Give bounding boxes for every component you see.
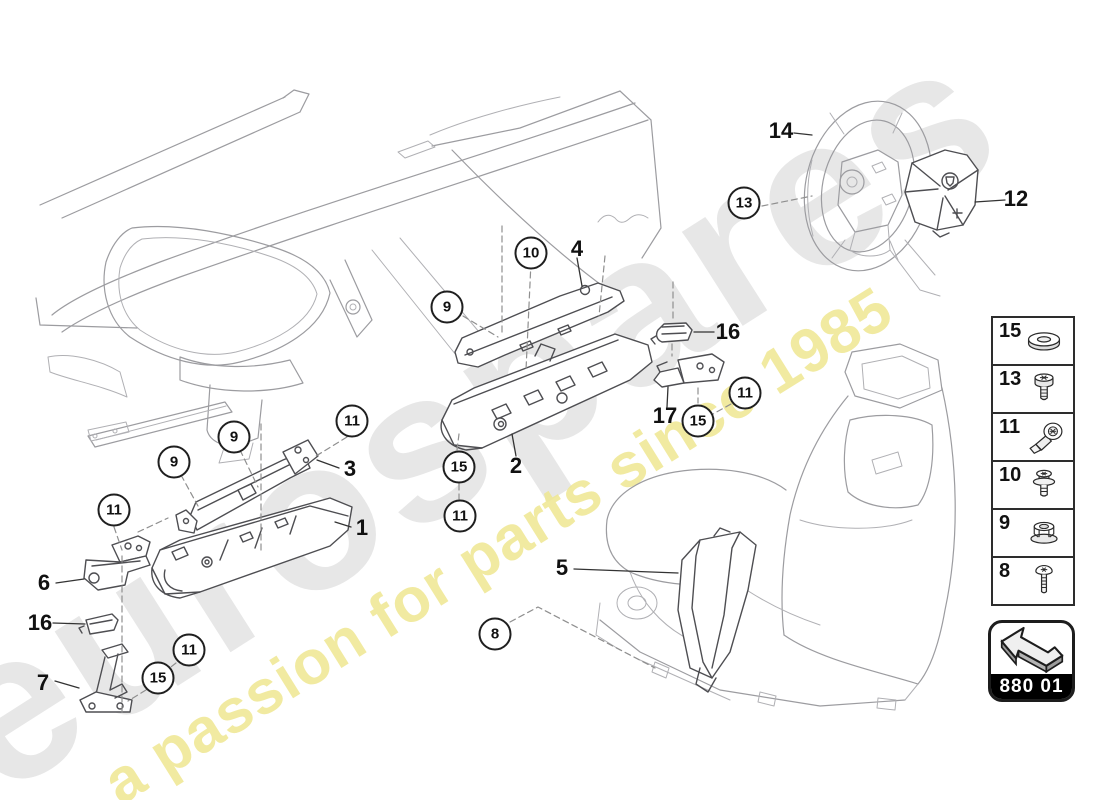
legend-number: 11 bbox=[999, 416, 1021, 438]
bracket-6 bbox=[83, 535, 151, 591]
knee-airbag-module bbox=[151, 497, 353, 599]
callout-number: 9 bbox=[229, 428, 239, 446]
side-airbag-module bbox=[677, 527, 757, 693]
callout-number: 9 bbox=[442, 298, 452, 316]
callout-circle-11[interactable]: 11 bbox=[728, 376, 762, 410]
driver-airbag-line-art bbox=[904, 149, 979, 238]
section-code: 880 01 bbox=[991, 674, 1072, 699]
legend-row-13[interactable]: 13 bbox=[993, 364, 1073, 412]
clip-16-right bbox=[650, 322, 693, 345]
legend-number: 13 bbox=[999, 368, 1022, 390]
label-leader-lines bbox=[52, 132, 1006, 689]
callout-number: 11 bbox=[181, 641, 197, 659]
callout-number: 8 bbox=[490, 625, 500, 643]
callout-circle-11[interactable]: 11 bbox=[443, 499, 477, 533]
callout-circle-15[interactable]: 15 bbox=[141, 661, 175, 695]
callout-circle-9[interactable]: 9 bbox=[157, 445, 191, 479]
part-label-7: 7 bbox=[36, 670, 50, 695]
section-badge[interactable]: 880 01 bbox=[988, 620, 1075, 702]
part-label-12: 12 bbox=[1003, 186, 1029, 211]
flange-nut-icon bbox=[1030, 521, 1058, 544]
arrow-area bbox=[991, 623, 1072, 674]
legend-number: 8 bbox=[999, 560, 1011, 582]
part-label-17: 17 bbox=[652, 403, 678, 428]
legend-row-10[interactable]: 10 bbox=[993, 460, 1073, 508]
part-label-1: 1 bbox=[355, 515, 369, 540]
part-label-6: 6 bbox=[37, 570, 51, 595]
washer-screw-icon bbox=[1032, 469, 1056, 497]
callout-number: 11 bbox=[106, 501, 122, 519]
part-label-4: 4 bbox=[570, 236, 584, 261]
legend-row-15[interactable]: 15 bbox=[993, 318, 1073, 364]
back-arrow-icon bbox=[1000, 626, 1063, 673]
mounting-plate bbox=[454, 282, 625, 368]
callout-number: 15 bbox=[689, 412, 707, 430]
part-label-5: 5 bbox=[555, 555, 569, 580]
assembly-guide-lines bbox=[113, 195, 813, 713]
callout-circle-8[interactable]: 8 bbox=[478, 617, 512, 651]
callout-number: 13 bbox=[735, 194, 753, 212]
part-label-16: 16 bbox=[27, 610, 53, 635]
legend-number: 15 bbox=[999, 320, 1022, 342]
callout-number: 11 bbox=[737, 384, 753, 402]
callout-number: 9 bbox=[169, 453, 179, 471]
legend-number: 9 bbox=[999, 512, 1011, 534]
callout-number: 11 bbox=[344, 412, 360, 430]
part-label-14: 14 bbox=[768, 118, 794, 143]
callout-number: 11 bbox=[452, 507, 468, 525]
callout-circle-11[interactable]: 11 bbox=[172, 633, 206, 667]
part-label-16: 16 bbox=[715, 319, 741, 344]
callout-circle-11[interactable]: 11 bbox=[335, 404, 369, 438]
legend-row-8[interactable]: 8 bbox=[993, 556, 1073, 604]
bracket-7 bbox=[79, 643, 133, 713]
legend-number: 10 bbox=[999, 464, 1022, 486]
callout-number: 10 bbox=[522, 244, 540, 262]
callout-circle-10[interactable]: 10 bbox=[514, 236, 548, 270]
steering-wheel-line-art bbox=[803, 100, 941, 297]
callout-circle-13[interactable]: 13 bbox=[727, 186, 761, 220]
part-label-3: 3 bbox=[343, 456, 357, 481]
passenger-airbag-module bbox=[440, 333, 653, 451]
callout-circle-11[interactable]: 11 bbox=[97, 493, 131, 527]
callout-circle-9[interactable]: 9 bbox=[430, 290, 464, 324]
callout-number: 15 bbox=[149, 669, 167, 687]
torx-screw-icon bbox=[1034, 373, 1054, 401]
bracket-17 bbox=[653, 353, 725, 388]
washer-icon bbox=[1027, 332, 1061, 351]
callout-circle-9[interactable]: 9 bbox=[217, 420, 251, 454]
seat-line-art bbox=[595, 343, 956, 711]
legend-row-11[interactable]: 11 bbox=[993, 412, 1073, 460]
dashboard-line-art bbox=[35, 89, 662, 464]
shoulder-bolt-icon bbox=[1029, 422, 1063, 455]
legend-row-9[interactable]: 9 bbox=[993, 508, 1073, 556]
pan-screw-icon bbox=[1035, 565, 1053, 594]
fastener-legend: 15 13 11 bbox=[991, 316, 1075, 606]
callout-number: 15 bbox=[450, 458, 468, 476]
callout-circle-15[interactable]: 15 bbox=[681, 404, 715, 438]
part-label-2: 2 bbox=[509, 453, 523, 478]
callout-circle-15[interactable]: 15 bbox=[442, 450, 476, 484]
clip-16-left bbox=[78, 613, 119, 635]
bracket-rail bbox=[175, 439, 319, 534]
